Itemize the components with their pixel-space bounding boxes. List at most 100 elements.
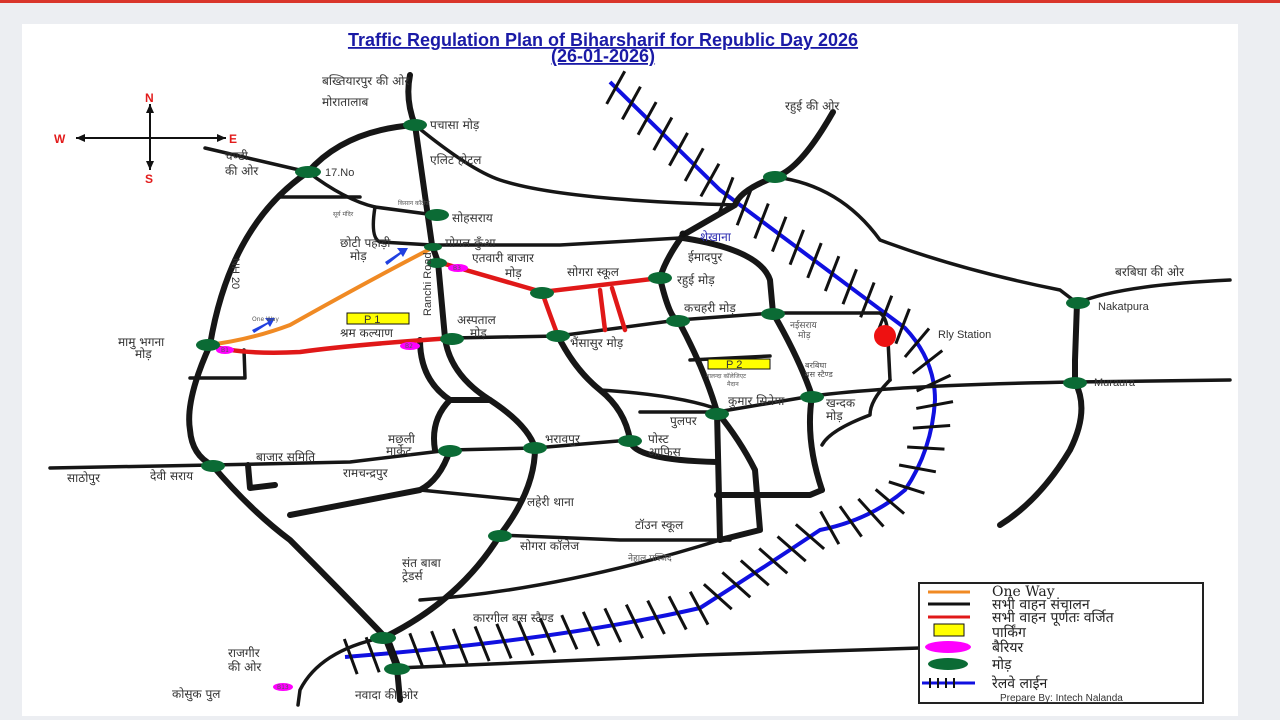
place-label: छोटी पहाड़ी bbox=[340, 236, 391, 250]
place-label: Rly Station bbox=[938, 329, 991, 341]
rail-tie bbox=[823, 255, 841, 292]
place-label: मछली bbox=[388, 432, 416, 446]
rail-tie bbox=[874, 488, 906, 515]
place-label: चण्डी bbox=[225, 149, 249, 163]
rail-tie bbox=[915, 400, 954, 410]
rail-tie bbox=[776, 535, 807, 563]
barrier-label: B2 bbox=[405, 343, 413, 350]
place-label: पोस्ट bbox=[648, 432, 670, 446]
compass-rose-icon: N S W E bbox=[54, 91, 237, 186]
place-label: सूर्य मंदिर bbox=[333, 210, 354, 218]
one-way-road bbox=[206, 246, 434, 347]
parking-p2-label: P 2 bbox=[726, 359, 742, 371]
rail-tie bbox=[495, 623, 513, 659]
railway-line bbox=[342, 70, 954, 675]
rail-tie bbox=[758, 547, 789, 575]
place-label: मैदान bbox=[727, 380, 739, 388]
legend-barrier: बैरियर bbox=[992, 639, 1023, 656]
rail-tie bbox=[603, 607, 623, 643]
place-label: संत बाबा bbox=[402, 556, 442, 570]
place-label: मोड़ bbox=[798, 329, 811, 341]
rail-tie bbox=[581, 611, 601, 647]
barriers: B1 B2 B3 B13 bbox=[216, 264, 468, 691]
place-label: पचासा मोड़ bbox=[430, 118, 480, 132]
place-label: टॉउन स्कूल bbox=[635, 518, 684, 533]
rail-tie bbox=[903, 327, 931, 359]
place-label: ट्रेडर्स bbox=[402, 569, 424, 583]
rail-tie bbox=[473, 625, 491, 662]
place-label: भरावपुर bbox=[545, 432, 581, 447]
rail-tie bbox=[888, 480, 925, 495]
place-label: राजगीर bbox=[228, 646, 261, 660]
place-label: लहेरी थाना bbox=[527, 495, 575, 509]
place-label: सोहसराय bbox=[452, 211, 494, 225]
rail-tie bbox=[538, 617, 557, 654]
place-label: मोड़ bbox=[505, 266, 522, 280]
place-label: मामु भगना bbox=[118, 335, 165, 350]
place-label: पुलपर bbox=[670, 414, 698, 429]
parking-p1-label: P 1 bbox=[364, 314, 380, 326]
legend: One Way सभी वाहन संचालन सभी वाहन पूर्णतः… bbox=[918, 582, 1204, 704]
place-label: कारगील बस स्टैण्ड bbox=[473, 611, 554, 625]
railway-station-marker bbox=[874, 325, 896, 347]
barrier-icon bbox=[273, 683, 293, 691]
place-label: नवादा की ओर bbox=[355, 688, 419, 702]
rail-tie bbox=[753, 203, 770, 239]
legend-parking: पार्किंग bbox=[992, 624, 1027, 641]
place-label: एलिट होटल bbox=[430, 153, 482, 167]
compass-w: W bbox=[54, 132, 66, 146]
rail-tie bbox=[624, 603, 644, 639]
place-label: मोरातालाब bbox=[322, 95, 369, 109]
place-label: साठोपुर bbox=[67, 471, 101, 486]
place-label: किसान कॉलेज bbox=[398, 199, 430, 207]
legend-prohibited: सभी वाहन पूर्णतः वर्जित bbox=[992, 609, 1115, 626]
rail-tie bbox=[788, 229, 805, 266]
rail-tie bbox=[806, 242, 823, 279]
rail-tie bbox=[688, 591, 710, 626]
rail-tie bbox=[605, 70, 627, 105]
parking-p2 bbox=[707, 358, 771, 370]
place-label: नईसराय bbox=[790, 319, 818, 331]
rail-tie bbox=[721, 571, 752, 599]
rail-tie bbox=[667, 595, 688, 631]
rail-tie bbox=[342, 638, 359, 675]
place-label: सोगरा स्कूल bbox=[567, 265, 620, 280]
place-label: बरबिघा की ओर bbox=[1115, 265, 1185, 279]
compass-n: N bbox=[145, 91, 154, 105]
place-label: शेखाना bbox=[700, 230, 732, 244]
place-label: मार्केट bbox=[386, 444, 413, 458]
place-label: मोड़ bbox=[470, 326, 487, 340]
place-label: आफिस bbox=[648, 445, 682, 459]
rail-tie bbox=[364, 636, 381, 673]
barrier-label: B3 bbox=[453, 265, 461, 272]
rail-tie bbox=[876, 295, 894, 332]
place-label: NH 20 bbox=[229, 258, 241, 289]
rail-tie bbox=[735, 189, 753, 226]
rail-tie bbox=[636, 101, 658, 136]
rail-tie bbox=[794, 523, 826, 551]
place-label: Ranchi Road bbox=[422, 252, 434, 316]
place-label: कोसुक पुल bbox=[172, 687, 221, 702]
rail-tie bbox=[699, 163, 721, 198]
place-label: Nakatpura bbox=[1098, 301, 1150, 313]
barrier-label: B1 bbox=[221, 347, 229, 354]
place-label: की ओर bbox=[228, 660, 262, 674]
rail-tie bbox=[739, 559, 770, 587]
place-label: ईमादपुर bbox=[688, 250, 723, 265]
place-label: एतवारी बाजार bbox=[472, 251, 535, 265]
place-label: रहुई की ओर bbox=[785, 99, 840, 114]
rail-tie bbox=[898, 463, 937, 474]
rail-tie bbox=[683, 147, 705, 182]
place-label: मोड़ bbox=[350, 249, 367, 263]
place-label: बस स्टैण्ड bbox=[805, 369, 833, 379]
map-title: Traffic Regulation Plan of Biharsharif f… bbox=[348, 30, 858, 50]
barrier-icon bbox=[400, 342, 420, 350]
place-label: मोड़ bbox=[826, 409, 843, 423]
rail-tie bbox=[430, 630, 447, 667]
compass-s: S bbox=[145, 172, 153, 186]
legend-railway: रेलवे लाईन bbox=[992, 675, 1048, 692]
rail-tie bbox=[646, 599, 666, 635]
rail-tie bbox=[912, 424, 951, 430]
legend-one-way: One Way bbox=[992, 584, 1055, 600]
